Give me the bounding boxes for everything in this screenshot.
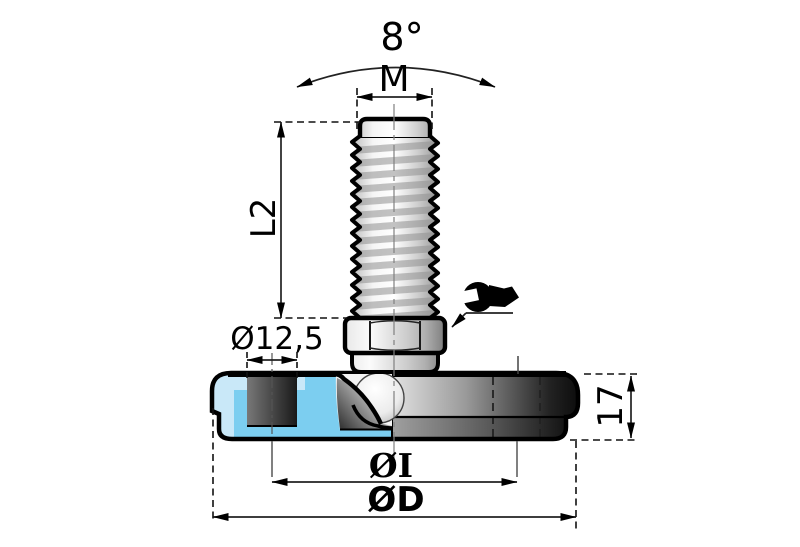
thread-size-label: M: [378, 59, 409, 100]
wrench-callout: [450, 282, 519, 328]
housing-external-view: [392, 373, 578, 417]
thread-length-label: L2: [244, 198, 284, 239]
stud-tip: [357, 116, 433, 137]
dimension-thread-length: L2: [244, 121, 360, 319]
hex-nut: [342, 315, 448, 356]
dimension-height: 17: [570, 373, 639, 441]
height-label: 17: [591, 384, 631, 427]
dimension-hole-diameter: Ø12,5: [230, 321, 324, 378]
wrench-leader-arrow: [451, 312, 467, 328]
hole-diameter-label: Ø12,5: [230, 321, 323, 357]
collar: [350, 351, 440, 374]
ball-joint: [333, 371, 405, 431]
rubber-pad-external-view: [392, 417, 567, 439]
threaded-stud: [350, 116, 440, 320]
dimension-outer-diameter: ØD: [212, 408, 577, 531]
wrench-icon: [450, 282, 519, 312]
inner-diameter-label: ØI: [369, 446, 413, 485]
dimension-swivel-angle: 8°: [296, 15, 496, 88]
outer-diameter-label: ØD: [367, 480, 424, 520]
socket-wedge: [336, 378, 392, 429]
swivel-angle-label: 8°: [380, 15, 423, 59]
dimension-inner-diameter: ØI: [271, 356, 519, 486]
thread-shading: [352, 141, 436, 318]
dimension-thread-size: M: [356, 59, 433, 129]
